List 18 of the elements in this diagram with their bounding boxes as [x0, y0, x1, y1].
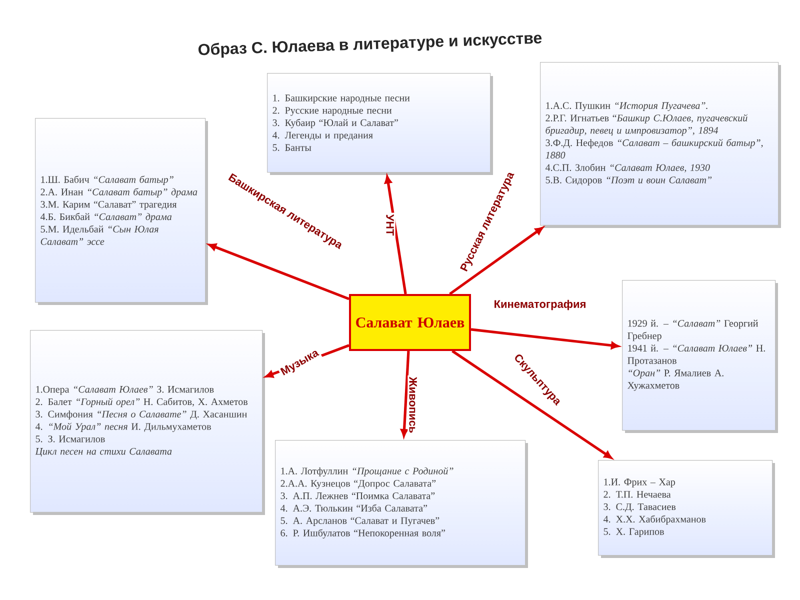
- title: Образ С. Юлаева в литературе и искусстве: [198, 34, 542, 58]
- edge-label: УНТ: [384, 212, 396, 238]
- list-box: 1.А. Лотфуллин “Прощание с Родиной” 2.А.А. Кузнецов “Допрос Салавата” 3. А.П. Лежнев “Поимка Салавата” 4. А.Э. Тюлькин “Изба Салавата” 5. А. Арсланов “Салават и Пугачев” 6. Р. Ишбулатов “Непокоренная воля”: [275, 440, 526, 566]
- list-box: 1.А.С. Пушкин “История Пугачева”. 2.Р.Г. Игнатьев “Башкир С.Юлаев, пугачевский бригадир, певец и импровизатор”, 1894 3.Ф.Д. Нефедов “Салават – башкирский батыр”, 1880 4.С.П. Злобин “Салават Юлаев, 1930 5.В. Сидоров “Поэт и воин Салават”: [540, 62, 779, 226]
- arrow: [452, 350, 612, 459]
- arrow: [449, 226, 544, 296]
- arrow: [400, 350, 410, 437]
- arrow: [384, 176, 407, 294]
- list-box: 1.Ш. Бабич “Салават батыр” 2.А. Инан “Салават батыр” драма 3.М. Карим “Салават” трагедия 4.Б. Бикбай “Салават” драма 5.М. Идельбай “Сын Юлая Салават” эссе: [35, 118, 206, 303]
- arrow: [208, 243, 350, 300]
- center-box: Салават Юлаев: [349, 294, 471, 351]
- list-box: 1.Опера “Салават Юлаев” З. Исмагилов 2. Балет “Горный орел” Н. Сабитов, Х. Ахметов 3. Симфония “Песня о Салавате” Д. Хасаншин 4. “Мой Урал” песня И. Дильмухаметов 5. З. Исмагилов Цикл песен на стихи Салавата: [30, 330, 263, 513]
- edge-label: Кинематография: [492, 298, 588, 312]
- arrow: [470, 328, 619, 350]
- list-box: 1929 й. – “Салават” Георгий Гребнер 1941 й. – “Салават Юлаев” Н. Протазанов “Оран” Р. Ямалиев А. Хужахметов: [622, 280, 776, 431]
- edge-label: Живопись: [408, 375, 418, 435]
- list-box: 1.И. Фрих – Хар 2. Т.П. Нечаева 3. С.Д. Тавасиев 4. Х.Х. Хабибрахманов 5. Х. Гарипов: [598, 460, 773, 556]
- list-box: 1. Башкирские народные песни 2. Русские народные песни 3. Кубаир “Юлай и Салават” 4. Легенды и предания 5. Банты: [267, 73, 491, 173]
